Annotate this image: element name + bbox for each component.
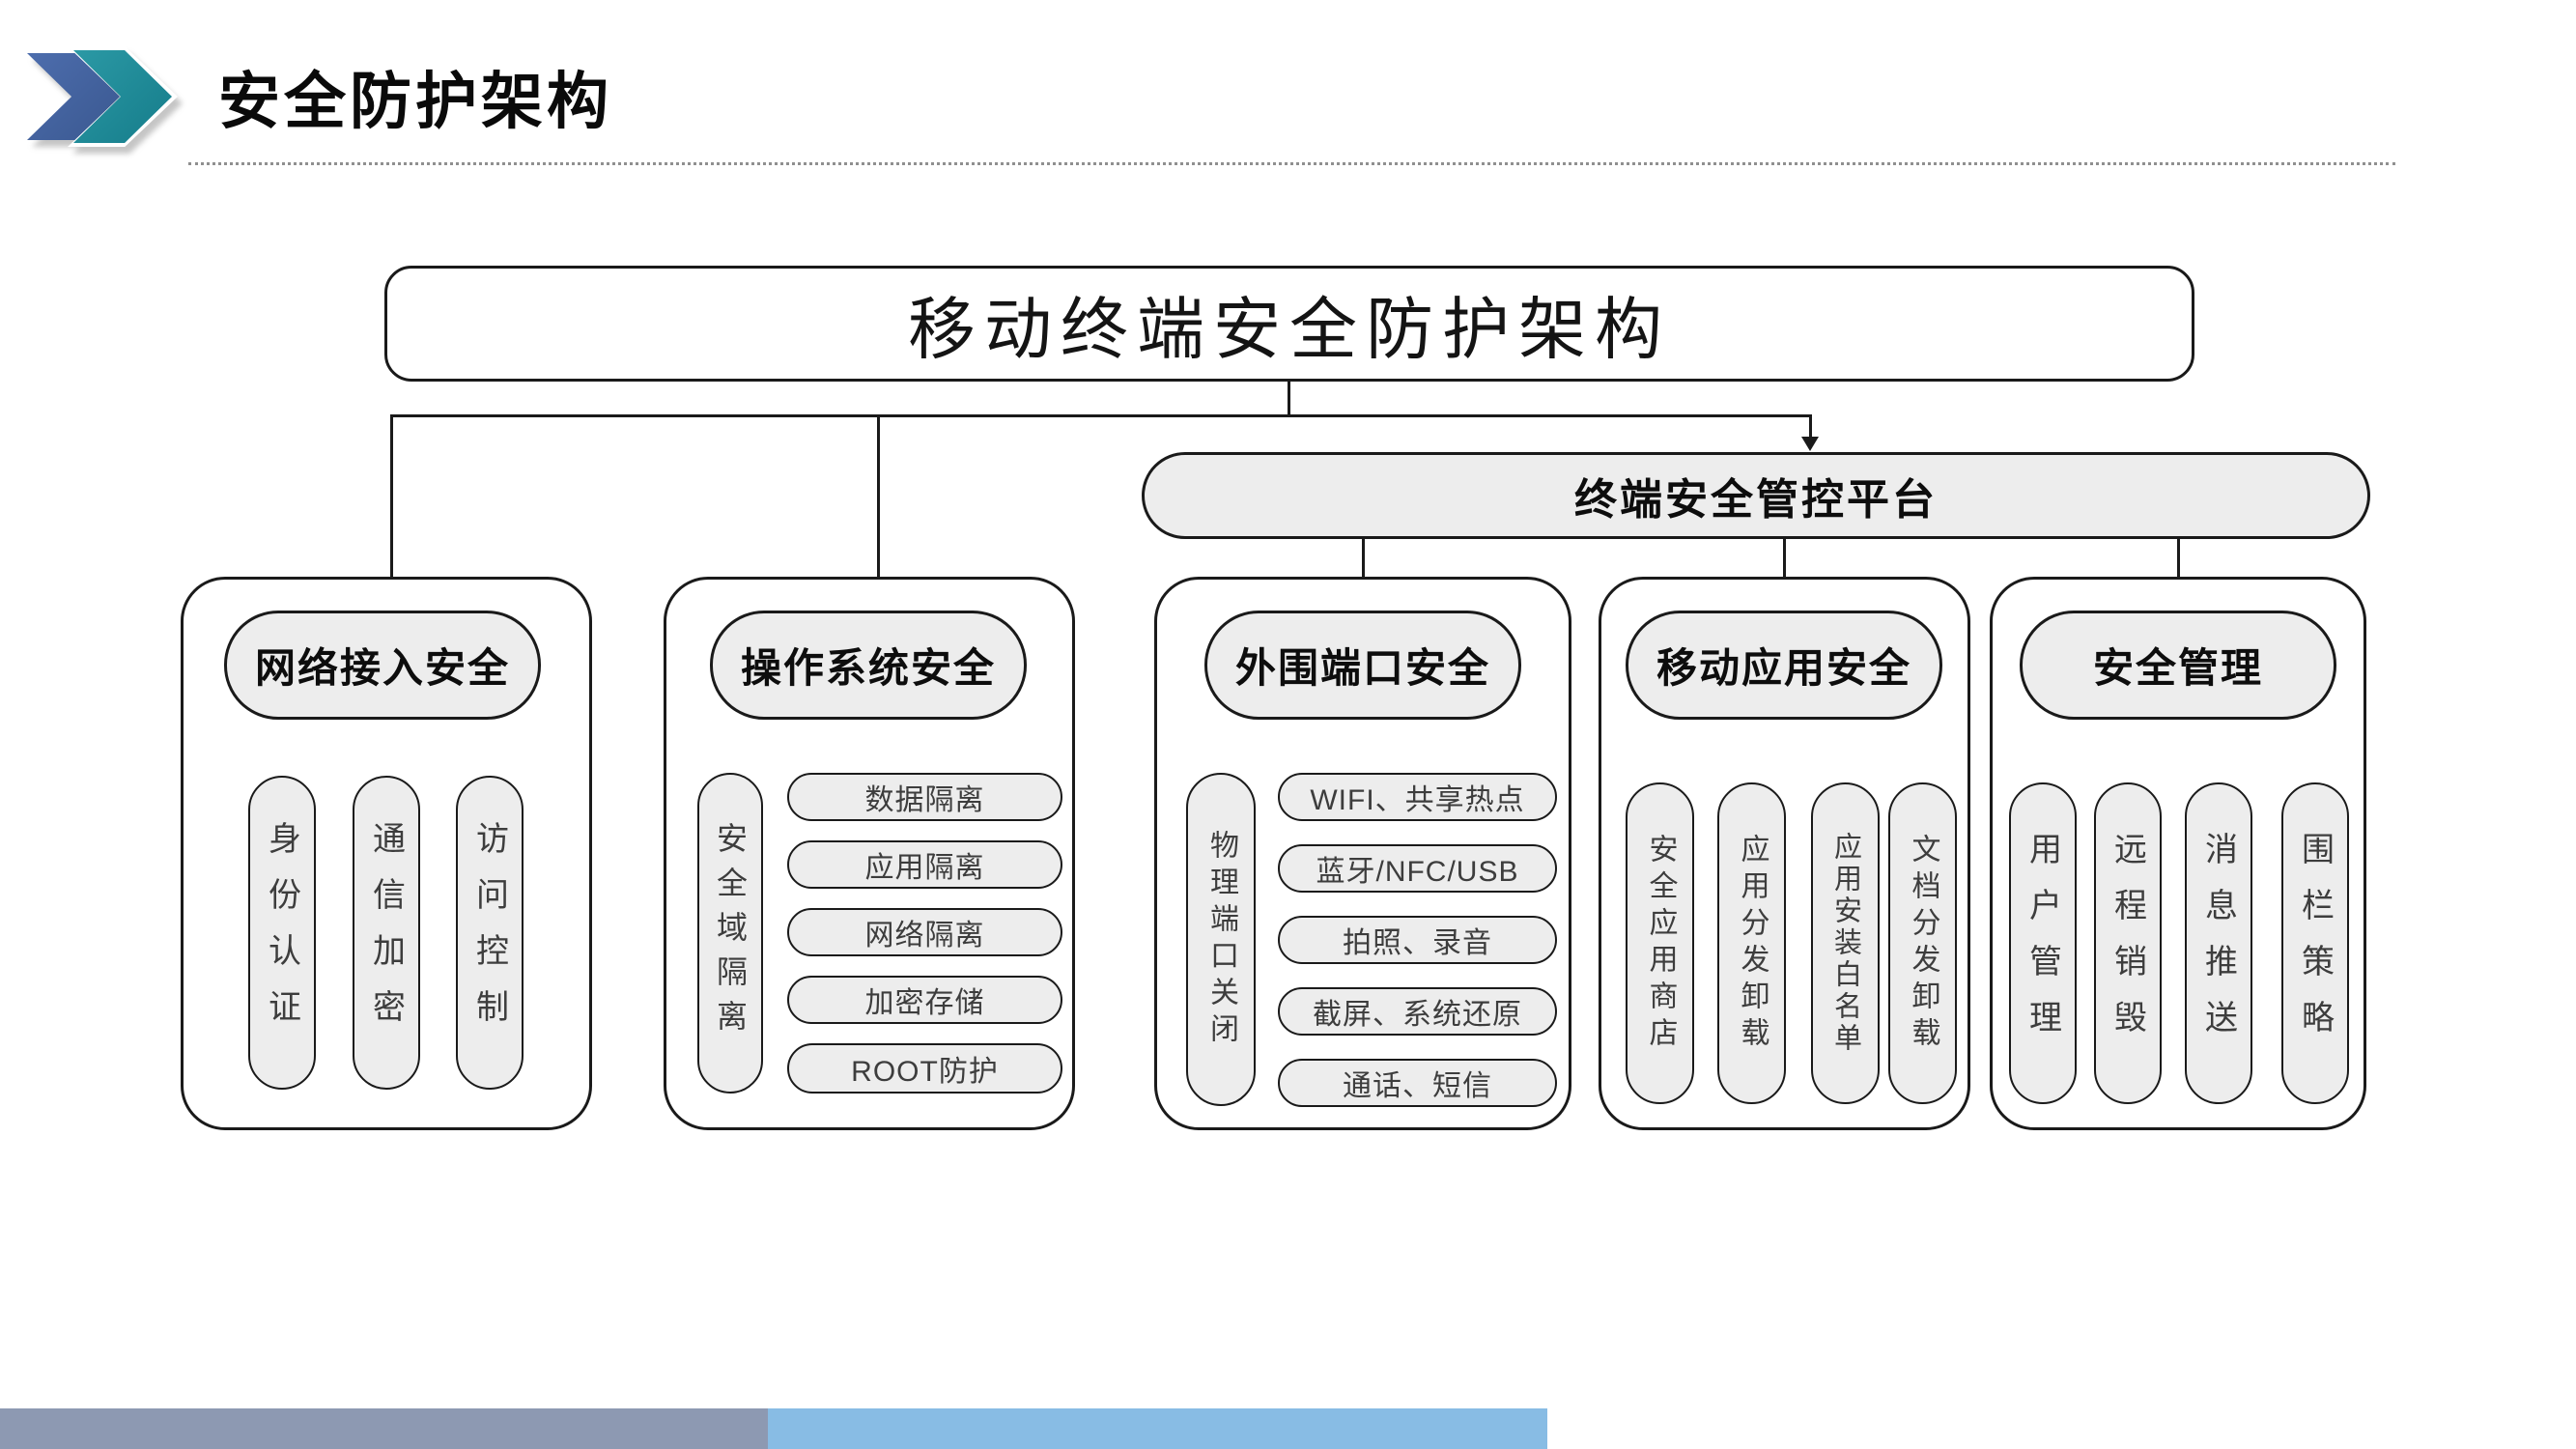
node-geofence-policy: 围栏策略 xyxy=(2281,782,2349,1104)
connector-drop-col5 xyxy=(2177,538,2180,594)
node-app-isolation: 应用隔离 xyxy=(787,840,1062,889)
connector-drop-col2 xyxy=(877,414,880,591)
connector-drop-col3 xyxy=(1362,538,1365,594)
column-os-security-title: 操作系统安全 xyxy=(710,611,1027,720)
node-label: 安全应用商店 xyxy=(1644,833,1677,1054)
node-label: 用户管理 xyxy=(2024,831,2061,1056)
node-label: 消息推送 xyxy=(2199,831,2237,1056)
node-label: 访问控制 xyxy=(470,820,508,1045)
node-app-distribute-uninstall: 应用分发卸载 xyxy=(1717,782,1786,1104)
node-label: 物理端口关闭 xyxy=(1205,829,1237,1050)
connector-drop-col1 xyxy=(390,414,393,591)
logo-double-chevron-icon xyxy=(27,46,220,147)
node-encrypted-storage: 加密存储 xyxy=(787,976,1062,1024)
connector-root-stem xyxy=(1288,381,1290,417)
node-label: 应用分发卸载 xyxy=(1736,833,1769,1054)
node-doc-distribute-uninstall: 文档分发卸载 xyxy=(1888,782,1957,1104)
arrowhead-platform xyxy=(1801,437,1819,451)
connector-main-horizontal xyxy=(390,414,1812,417)
connector-drop-platform xyxy=(1809,414,1812,439)
node-remote-wipe: 远程销毁 xyxy=(2094,782,2162,1104)
node-data-isolation: 数据隔离 xyxy=(787,773,1062,821)
column-security-mgmt-title: 安全管理 xyxy=(2020,611,2336,720)
column-peripheral-port-title: 外围端口安全 xyxy=(1204,611,1521,720)
connector-drop-col4 xyxy=(1783,538,1786,594)
node-label: 身份认证 xyxy=(263,820,300,1045)
node-access-control: 访问控制 xyxy=(456,776,524,1090)
footer-bar-blue xyxy=(768,1408,1547,1449)
node-bt-nfc-usb: 蓝牙/NFC/USB xyxy=(1278,844,1557,893)
node-camera-record: 拍照、录音 xyxy=(1278,916,1557,964)
node-call-sms: 通话、短信 xyxy=(1278,1059,1557,1107)
page-title: 安全防护架构 xyxy=(218,67,612,136)
node-screenshot-restore: 截屏、系统还原 xyxy=(1278,987,1557,1036)
node-identity-auth: 身份认证 xyxy=(248,776,316,1090)
node-secure-app-store: 安全应用商店 xyxy=(1626,782,1694,1104)
node-wifi-hotspot: WIFI、共享热点 xyxy=(1278,773,1557,821)
node-physical-port-close: 物理端口关闭 xyxy=(1186,773,1256,1106)
footer-bar-gray xyxy=(0,1408,768,1449)
node-label: 远程销毁 xyxy=(2109,831,2146,1056)
column-mobile-app-title: 移动应用安全 xyxy=(1626,611,1942,720)
column-network-access-title: 网络接入安全 xyxy=(224,611,541,720)
node-app-install-whitelist: 应用安装白名单 xyxy=(1811,782,1880,1104)
node-label: 安全域隔离 xyxy=(713,822,748,1044)
node-label: 通信加密 xyxy=(367,820,405,1045)
root-node: 移动终端安全防护架构 xyxy=(384,266,2194,382)
node-label: 应用安装白名单 xyxy=(1829,832,1861,1055)
node-security-domain-isolation: 安全域隔离 xyxy=(697,773,763,1094)
header-separator xyxy=(188,162,2395,165)
node-label: 围栏策略 xyxy=(2296,831,2334,1056)
node-root-protection: ROOT防护 xyxy=(787,1043,1062,1094)
node-comm-encryption: 通信加密 xyxy=(353,776,420,1090)
node-message-push: 消息推送 xyxy=(2185,782,2252,1104)
node-label: 文档分发卸载 xyxy=(1907,833,1939,1054)
node-user-management: 用户管理 xyxy=(2009,782,2077,1104)
node-network-isolation: 网络隔离 xyxy=(787,908,1062,956)
platform-node: 终端安全管控平台 xyxy=(1142,452,2370,539)
